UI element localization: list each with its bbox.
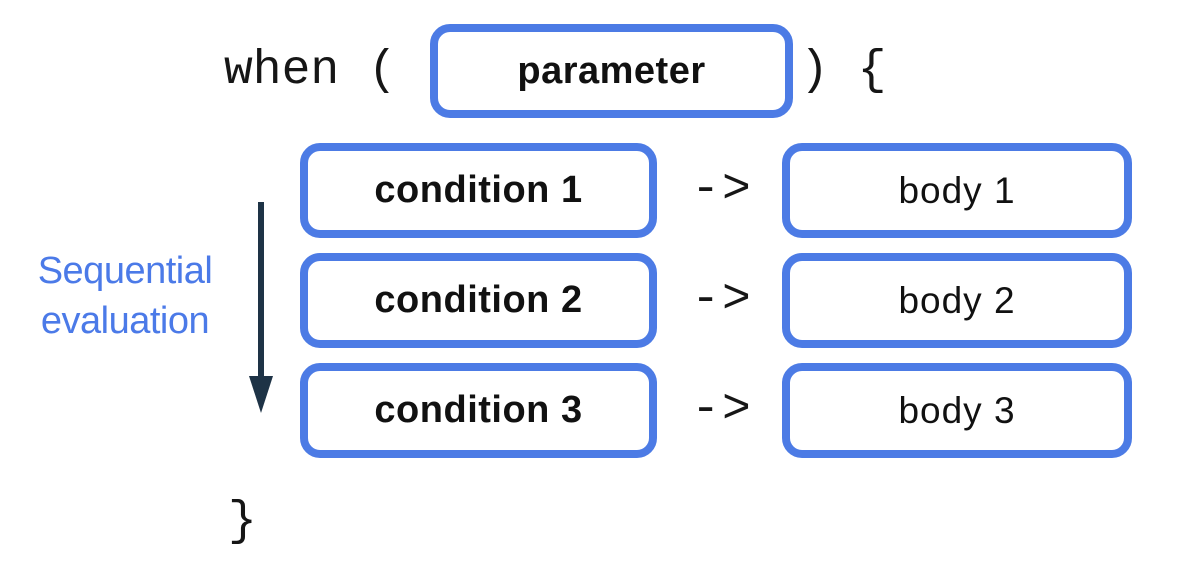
sequential-evaluation-label: Sequential evaluation <box>14 246 236 346</box>
body-label-1: body 1 <box>898 169 1016 211</box>
condition-box-1: condition 1 <box>300 143 657 238</box>
body-label-3: body 3 <box>898 389 1016 431</box>
body-box-2: body 2 <box>782 253 1132 348</box>
when-branch-row-2: condition 2 -> body 2 <box>300 253 1132 348</box>
condition-label-1: condition 1 <box>374 169 583 211</box>
when-keyword-text: when ( <box>224 44 397 98</box>
condition-label-2: condition 2 <box>374 279 583 321</box>
close-paren-open-brace-text: ) { <box>800 44 887 98</box>
when-branch-row-3: condition 3 -> body 3 <box>300 363 1132 458</box>
condition-label-3: condition 3 <box>374 389 583 431</box>
body-label-2: body 2 <box>898 279 1016 321</box>
parameter-box: parameter <box>430 24 793 118</box>
sequential-evaluation-line1: Sequential <box>37 250 213 292</box>
close-brace-text: } <box>228 495 257 549</box>
body-box-1: body 1 <box>782 143 1132 238</box>
condition-box-3: condition 3 <box>300 363 657 458</box>
branch-arrow-text-2: -> <box>691 273 753 327</box>
branch-arrow-text-1: -> <box>691 163 753 217</box>
when-branch-row-1: condition 1 -> body 1 <box>300 143 1132 238</box>
condition-box-2: condition 2 <box>300 253 657 348</box>
body-box-3: body 3 <box>782 363 1132 458</box>
sequential-evaluation-line2: evaluation <box>40 300 210 343</box>
branch-arrow-text-3: -> <box>691 383 753 437</box>
down-arrow-icon <box>249 202 273 413</box>
parameter-label: parameter <box>517 49 706 92</box>
